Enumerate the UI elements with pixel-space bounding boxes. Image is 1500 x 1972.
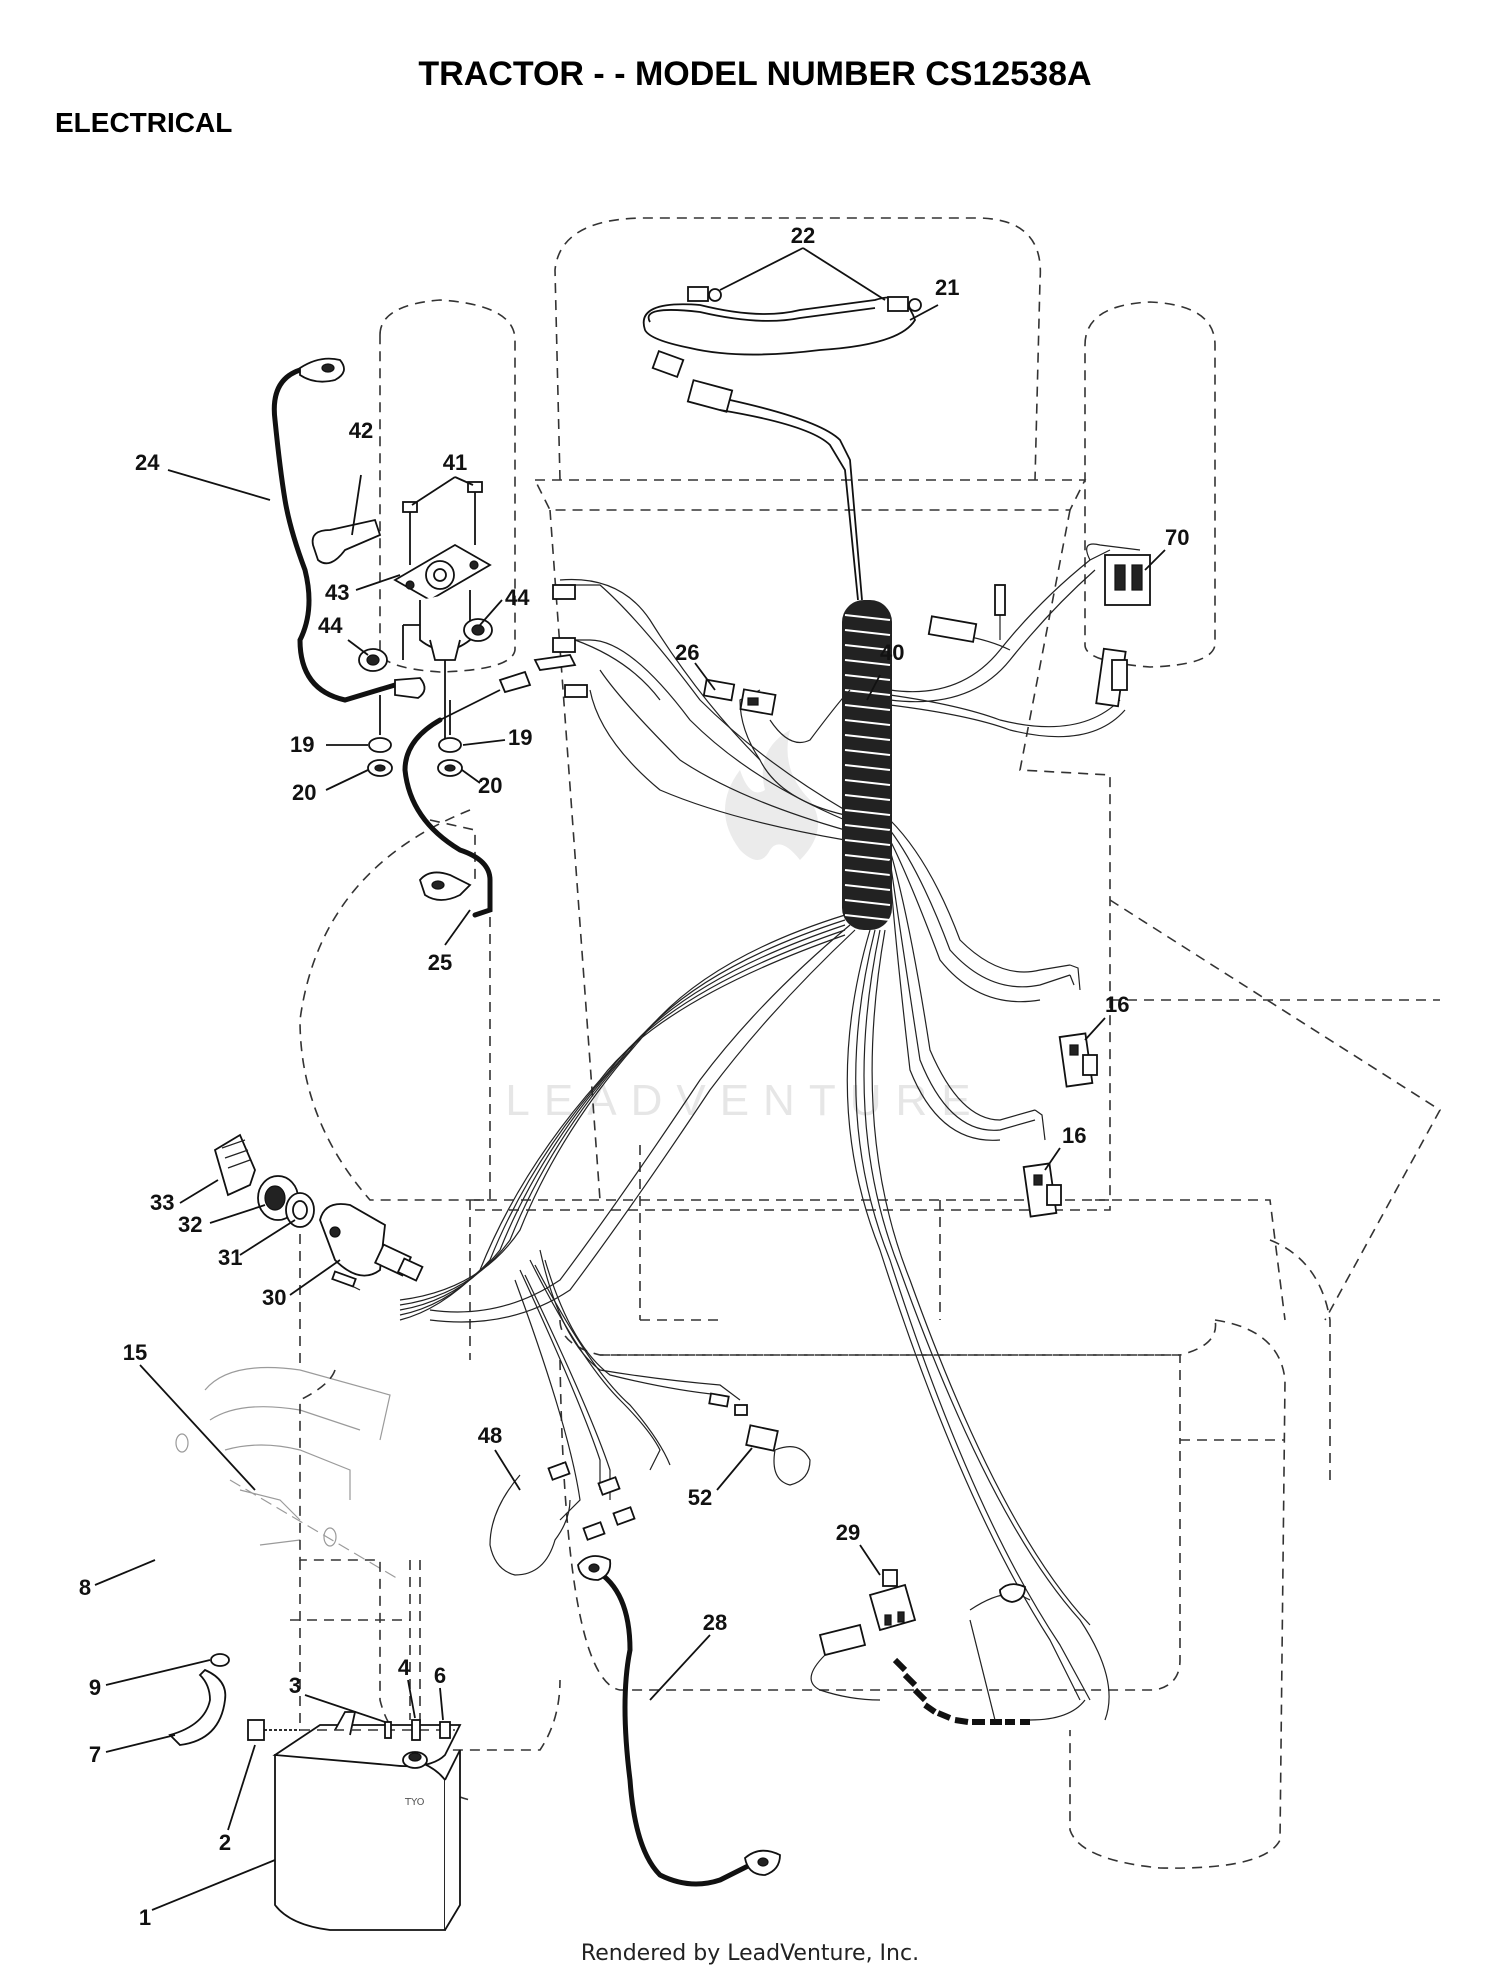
cable-28 (577, 1555, 781, 1887)
callout-44-left: 44 (318, 613, 343, 638)
callout-1: 1 (139, 1905, 151, 1930)
callout-16-lower: 16 (1062, 1123, 1086, 1148)
connector-52 (708, 1392, 811, 1486)
callout-30: 30 (262, 1285, 286, 1310)
callout-3: 3 (289, 1673, 301, 1698)
callout-6: 6 (434, 1663, 446, 1688)
terminal-boot-42 (311, 518, 382, 565)
fuel-tank-area-15 (175, 1366, 401, 1581)
callout-52: 52 (688, 1485, 712, 1510)
headlight-bulb-left (687, 286, 709, 302)
callout-16-upper: 16 (1105, 992, 1129, 1017)
ignition-switch-30 (319, 1203, 386, 1277)
callout-22: 22 (791, 223, 815, 248)
callout-24: 24 (135, 450, 160, 475)
callout-labels: 22 21 24 42 41 43 44 44 19 19 20 20 25 2… (79, 223, 1190, 1930)
connector-70-body (1104, 554, 1151, 606)
callout-20-right: 20 (478, 773, 502, 798)
headlight-harness (642, 286, 922, 601)
wire-bundles (399, 543, 1141, 1721)
callout-19-right: 19 (508, 725, 532, 750)
callout-2: 2 (219, 1830, 231, 1855)
battery-cable-24 (271, 357, 426, 703)
page-title: TRACTOR - - MODEL NUMBER CS12538A (418, 55, 1091, 93)
headlight-connector (651, 349, 685, 379)
safety-switch-29 (810, 1569, 1086, 1725)
ground-cable-25 (402, 670, 532, 918)
callout-31: 31 (218, 1245, 242, 1270)
callout-48: 48 (478, 1423, 502, 1448)
callout-7: 7 (89, 1742, 101, 1767)
callout-44-right: 44 (505, 585, 530, 610)
callout-28: 28 (703, 1610, 727, 1635)
callout-9: 9 (89, 1675, 101, 1700)
section-title: ELECTRICAL (55, 107, 232, 138)
callout-70: 70 (1165, 525, 1189, 550)
callout-25: 25 (428, 950, 452, 975)
callout-20-left: 20 (292, 780, 316, 805)
connector-48 (489, 1461, 636, 1576)
relay-16-lower (1022, 1109, 1062, 1218)
callout-32: 32 (178, 1212, 202, 1237)
watermark: LEADVENTURE (505, 730, 984, 1125)
connector-26 (702, 678, 851, 744)
callout-19-left: 19 (290, 732, 314, 757)
ignition-switch-assembly (213, 1133, 424, 1291)
callout-29: 29 (836, 1520, 860, 1545)
relay-16-upper (1058, 964, 1098, 1088)
callout-26: 26 (675, 640, 699, 665)
callout-40: 40 (880, 640, 904, 665)
hose-clamp-9 (210, 1653, 230, 1667)
footer-credit: Rendered by LeadVenture, Inc. (581, 1941, 919, 1966)
callout-42: 42 (349, 418, 373, 443)
leader-lines (94, 247, 1166, 1911)
callout-21: 21 (935, 275, 959, 300)
callout-41: 41 (443, 450, 467, 475)
battery-1 (274, 1754, 446, 1931)
svg-text:TYO: TYO (404, 1797, 425, 1808)
callout-15: 15 (123, 1340, 147, 1365)
callout-4: 4 (398, 1655, 411, 1680)
harness-terminals (533, 584, 588, 698)
callout-43: 43 (325, 580, 349, 605)
vent-hose-7 (168, 1668, 227, 1746)
battery-assembly: TYO (168, 1560, 462, 1931)
connector-70 (927, 554, 1151, 708)
headlight-bulb-right (887, 296, 909, 312)
callout-8: 8 (79, 1575, 91, 1600)
callout-33: 33 (150, 1190, 174, 1215)
watermark-text: LEADVENTURE (505, 1076, 984, 1125)
harness-conduit (842, 600, 892, 930)
